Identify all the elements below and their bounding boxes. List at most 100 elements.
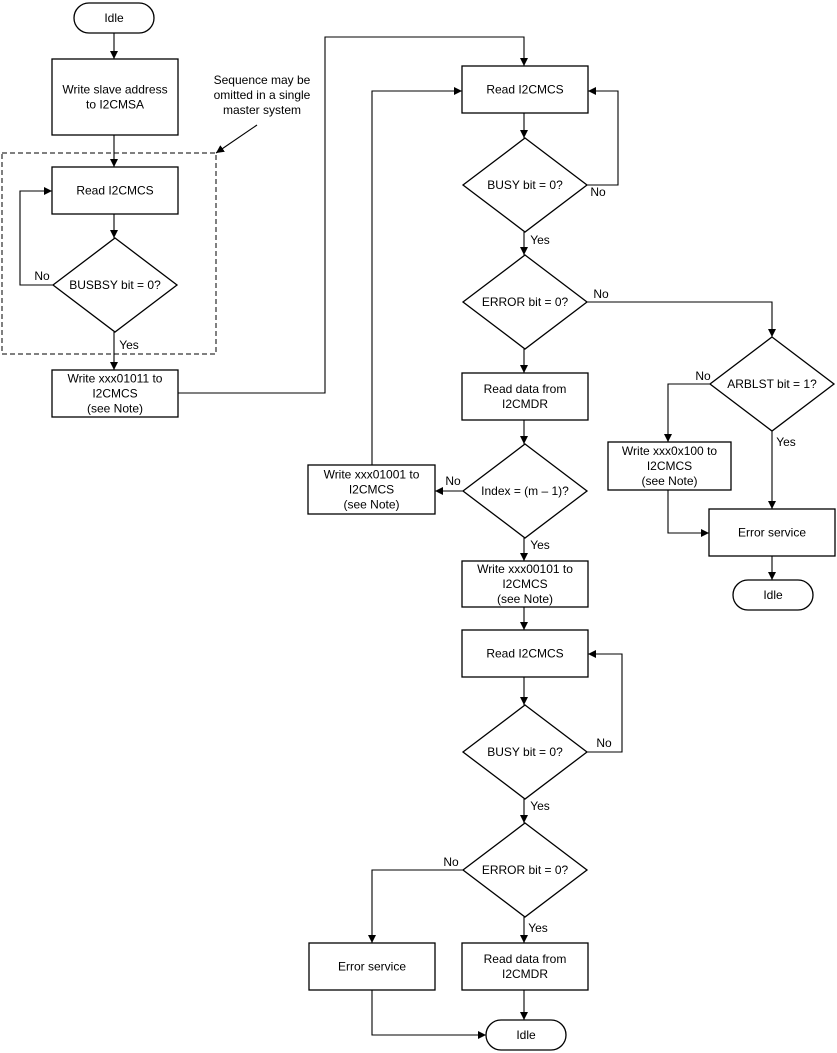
yes-label: Yes [530,538,550,552]
annotation-note-text-line-2: omitted in a single [214,88,311,102]
decision-index-text: Index = (m – 1)? [481,484,569,498]
decision-busy-text: BUSY bit = 0? [487,178,563,192]
process-write-stop-command-text-line-1: Write xxx0x100 to [622,444,717,458]
no-label: No [593,287,609,301]
no-label: No [596,736,612,750]
process-write-slave-address-text-line-2: to I2CMSA [86,98,144,112]
edge-error-service-to-idle-end [371,990,486,1039]
terminal-shape [73,2,155,34]
process-write-start-command-text-line-2: I2CMCS [92,387,137,401]
annotation-note-text-line-1: Sequence may be [214,73,311,87]
process-read-i2cmcs: Read I2CMCS [51,166,179,215]
decision-busy: BUSY bit = 0? [461,137,589,233]
decision-diamond [461,137,589,233]
process-box [461,942,589,991]
process-read-i2cmcs: Read I2CMCS [461,629,589,678]
process-error-service: Error service [708,508,836,557]
decision-diamond [461,822,589,918]
no-label: No [445,474,461,488]
process-write-stop-command-text-line-2: I2CMCS [647,459,692,473]
process-box [51,58,179,136]
decision-error-text: ERROR bit = 0? [482,295,569,309]
process-read-data-text-line-1: Read data from [484,952,567,966]
process-error-service-text: Error service [738,526,806,540]
yes-label: Yes [530,799,550,813]
annotation-note-text-line-3: master system [223,103,301,117]
process-box [461,560,589,608]
terminal-idle: Idle [732,579,814,611]
process-error-service-text: Error service [338,960,406,974]
edge-error-no-to-arblst [587,301,776,337]
decision-busbsy: BUSBSY bit = 0? [51,237,179,333]
process-error-service: Error service [308,942,436,991]
no-label: No [443,855,459,869]
process-read-i2cmcs: Read I2CMCS [461,65,589,114]
terminal-shape [732,579,814,611]
process-write-stop-command-text-line-3: (see Note) [641,474,697,488]
process-read-data-text-line-2: I2CMDR [502,967,548,981]
process-box [708,508,836,557]
process-read-data-text-line-1: Read data from [484,382,567,396]
edge-write-ack-loop [371,87,462,465]
process-read-i2cmcs-text: Read I2CMCS [486,83,563,97]
connectors [1,33,776,1039]
decision-diamond [461,443,589,539]
process-write-start-command-text-line-1: Write xxx01011 to [68,372,163,386]
edge-arblst-no [664,383,710,442]
edge-write-stop-to-error-service [667,490,709,537]
process-box [607,441,732,491]
edge-busbsy-no-loop [19,187,53,286]
terminal-shape [485,1019,567,1051]
process-read-i2cmcs-text: Read I2CMCS [76,184,153,198]
process-write-slave-address-text-line-1: Write slave address [62,83,167,97]
edge-write-start-to-read-cs [178,36,528,394]
yes-label: Yes [528,921,548,935]
optional-sequence-boundary [1,152,217,355]
process-box [307,464,436,515]
process-write-ack-command-text-line-3: (see Note) [343,498,399,512]
terminal-label: Idle [763,588,783,602]
yes-label: Yes [119,338,139,352]
decision-error: ERROR bit = 0? [461,822,589,918]
edge-note-pointer [215,124,258,154]
process-box [461,372,589,421]
process-box [461,629,589,678]
process-write-last-command-text-line-2: I2CMCS [502,577,547,591]
process-write-ack-command-text-line-1: Write xxx01001 to [324,468,420,482]
yes-label: Yes [530,233,550,247]
terminal-label: Idle [104,11,124,25]
decision-arblst: ARBLST bit = 1? [708,336,836,432]
process-read-data-text-line-2: I2CMDR [502,397,548,411]
yes-label: Yes [776,435,796,449]
process-write-last-command-text-line-1: Write xxx00101 to [477,562,573,576]
process-write-ack-command-text-line-2: I2CMCS [349,483,394,497]
terminal-idle: Idle [485,1019,567,1051]
no-label: No [590,185,606,199]
decision-index: Index = (m – 1)? [461,443,589,539]
decision-arblst-text: ARBLST bit = 1? [727,377,817,391]
decision-error: ERROR bit = 0? [461,254,589,350]
decision-diamond [708,336,836,432]
process-box [461,65,589,114]
terminal-idle: Idle [73,2,155,34]
decision-busbsy-text: BUSBSY bit = 0? [69,278,161,292]
decision-busy: BUSY bit = 0? [461,704,589,800]
process-read-i2cmcs-text: Read I2CMCS [486,647,563,661]
terminal-label: Idle [516,1028,536,1042]
decision-diamond [461,704,589,800]
edge-busy-2-no-loop [587,650,623,753]
process-write-last-command-text-line-3: (see Note) [497,592,553,606]
decision-error-text: ERROR bit = 0? [482,863,569,877]
process-box [51,369,179,418]
edge-busy-no-loop [587,87,619,186]
no-label: No [34,269,50,283]
